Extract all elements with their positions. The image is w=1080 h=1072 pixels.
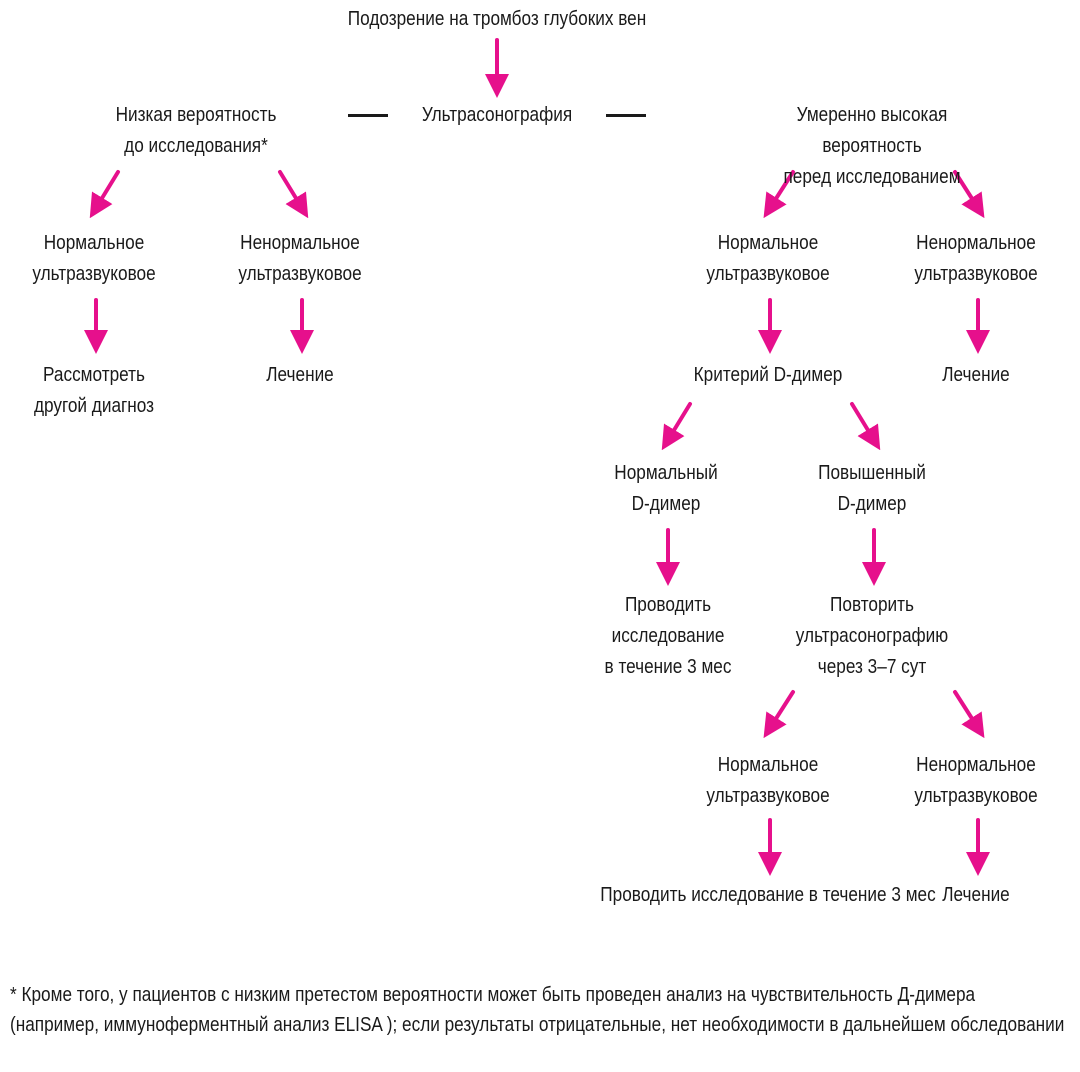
node-ddimer-test: Критерий D-димер xyxy=(693,364,843,386)
node-followup-3-months-2: Проводить исследование в течение 3 мес xyxy=(600,884,936,906)
node-high-probability: Умеренно высокая вероятность перед иссле… xyxy=(783,104,961,188)
node-high-treatment: Лечение xyxy=(942,364,1010,386)
arrow-repeat-to-abnormal xyxy=(953,690,985,739)
footnote: * Кроме того, у пациентов с низким прете… xyxy=(10,984,1065,1036)
node-low-probability: Низкая вероятность до исследования* xyxy=(115,104,277,157)
node-ultrasonography: Ультрасонография xyxy=(421,104,573,126)
node-repeat-treatment: Лечение xyxy=(942,884,1010,906)
arrow-ddimer-to-high xyxy=(850,402,881,451)
node-high-abnormal-us: Ненормальное ультразвуковое xyxy=(914,232,1038,285)
node-repeat-abnormal-us: Ненормальное ультразвуковое xyxy=(914,754,1038,807)
node-ddimer-elevated: Повышенный D-димер xyxy=(818,462,926,515)
connector-dash-right xyxy=(606,114,646,117)
node-ddimer-normal: Нормальный D-димер xyxy=(614,462,718,515)
node-low-treatment: Лечение xyxy=(266,364,334,386)
arrow-high-to-normal xyxy=(763,170,795,219)
node-repeat-ultrasonography: Повторить ультрасонографию через 3–7 сут xyxy=(795,594,949,678)
node-high-normal-us: Нормальное ультразвуковое xyxy=(706,232,830,285)
connector-dash-left xyxy=(348,114,388,117)
arrow-ddimer-to-normal xyxy=(661,402,692,451)
arrow-low-to-normal xyxy=(89,170,120,219)
node-suspected-dvt: Подозрение на тромбоз глубоких вен xyxy=(347,8,647,30)
node-consider-other-diagnosis: Рассмотреть другой диагноз xyxy=(33,364,155,417)
node-repeat-normal-us: Нормальное ультразвуковое xyxy=(706,754,830,807)
node-low-abnormal-us: Ненормальное ультразвуковое xyxy=(238,232,362,285)
arrow-high-to-abnormal xyxy=(953,170,985,219)
node-low-normal-us: Нормальное ультразвуковое xyxy=(32,232,156,285)
arrow-repeat-to-normal xyxy=(763,690,795,739)
node-followup-3-months: Проводить исследование в течение 3 мес xyxy=(604,594,732,678)
arrow-low-to-abnormal xyxy=(278,170,309,219)
